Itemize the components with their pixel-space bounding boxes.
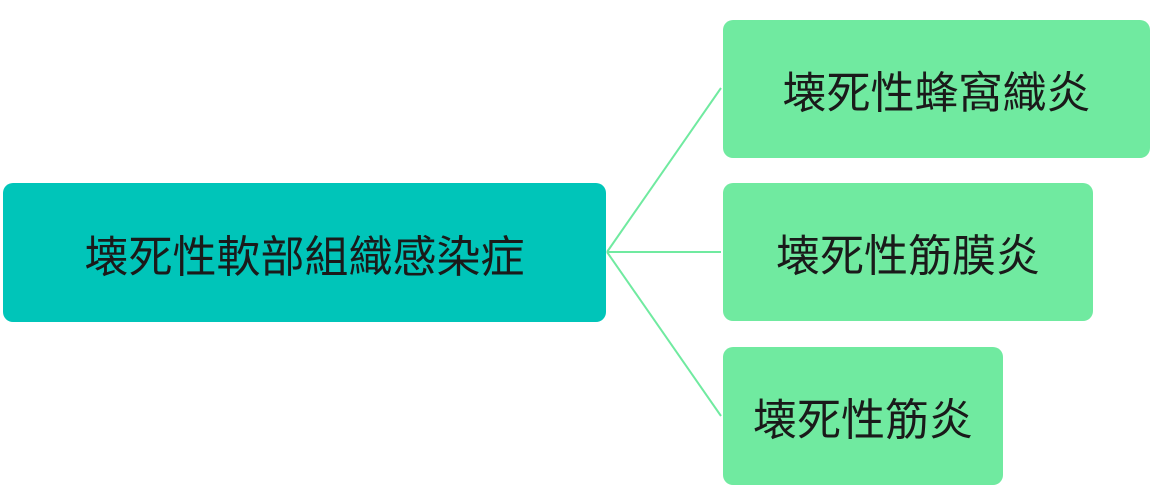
child-node-fasciitis: 壊死性筋膜炎 <box>723 183 1093 321</box>
root-node-label: 壊死性軟部組織感染症 <box>84 231 525 283</box>
child-node-label: 壊死性筋膜炎 <box>776 231 1040 282</box>
child-node-label: 壊死性筋炎 <box>753 395 973 446</box>
connector-to-child-1 <box>606 87 722 253</box>
connector-to-child-3 <box>606 251 722 417</box>
child-node-myositis: 壊死性筋炎 <box>723 347 1003 485</box>
root-node: 壊死性軟部組織感染症 <box>3 183 606 322</box>
child-node-cellulitis: 壊死性蜂窩織炎 <box>723 20 1150 158</box>
child-node-label: 壊死性蜂窩織炎 <box>782 68 1091 119</box>
